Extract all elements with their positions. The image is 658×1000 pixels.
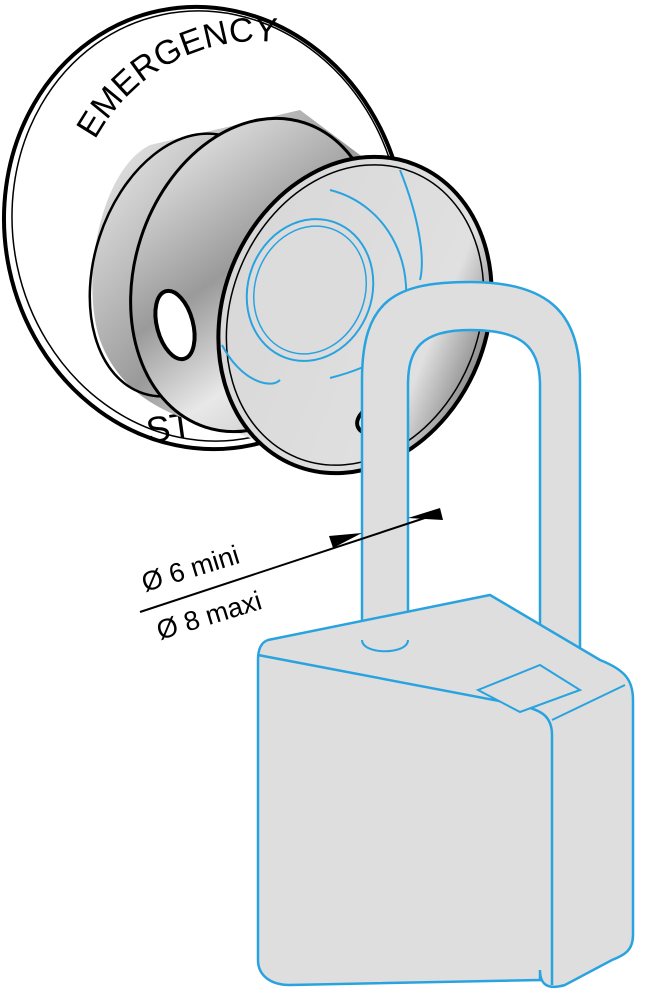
side-hole bbox=[153, 288, 197, 362]
push-button bbox=[245, 218, 375, 362]
arrow-head-left bbox=[329, 533, 362, 548]
min-diameter-label: Ø 6 mini bbox=[138, 540, 243, 598]
padlock-body[interactable] bbox=[256, 593, 635, 989]
arrow-head-right bbox=[408, 508, 443, 520]
max-diameter-label: Ø 8 maxi bbox=[153, 585, 265, 645]
shackle-slot bbox=[475, 663, 583, 714]
guard-ring bbox=[216, 154, 494, 476]
